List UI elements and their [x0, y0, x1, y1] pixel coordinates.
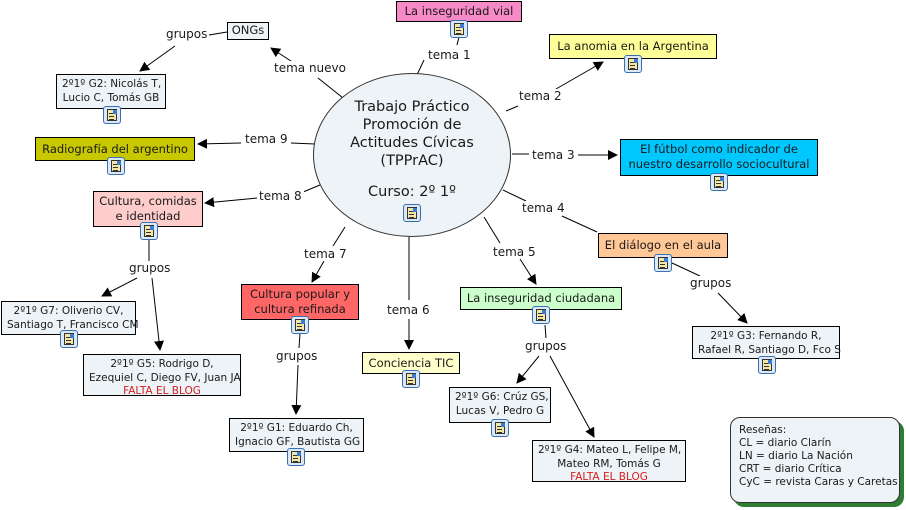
group-members: Mateo RM, Tomás G	[557, 458, 661, 470]
topic-label: nuestro desarrollo sociocultural	[628, 157, 810, 171]
group-members: 2º1º G6: Crúz GS,	[455, 391, 549, 403]
topic-label: Cultura popular y	[249, 287, 351, 301]
link-label-tema-6: tema 6	[385, 303, 432, 317]
document-image-icon[interactable]	[140, 222, 158, 240]
document-image-icon[interactable]	[654, 254, 672, 272]
document-image-icon[interactable]	[532, 306, 550, 324]
group-members: Ezequiel C, Diego FV, Juan JA	[89, 372, 241, 384]
legend-title: Reseñas:	[739, 424, 787, 436]
link-label-grupos: grupos	[688, 276, 734, 290]
group-g4[interactable]: 2º1º G4: Mateo L, Felipe M, Mateo RM, To…	[532, 440, 686, 483]
legend-item: LN = diario La Nación	[739, 450, 853, 462]
group-members: Lucio C, Tomás GB	[62, 92, 160, 104]
group-g3[interactable]: 2º1º G3: Fernando R, Rafael R, Santiago …	[692, 326, 841, 359]
document-image-icon[interactable]	[103, 106, 121, 124]
link-label-tema-9: tema 9	[243, 132, 290, 146]
topic-label: La inseguridad ciudadana	[466, 291, 616, 305]
legend-item: CRT = diario Crítica	[739, 463, 842, 475]
topic-inseguridad-ciudadana[interactable]: La inseguridad ciudadana	[460, 287, 622, 310]
central-title-line: Actitudes Cívicas	[350, 135, 474, 151]
document-image-icon[interactable]	[107, 157, 125, 175]
document-image-icon[interactable]	[60, 330, 78, 348]
group-members: Santiago T, Francisco CM	[7, 319, 139, 331]
topic-label: La anomia en la Argentina	[557, 39, 709, 53]
topic-label: El fútbol como indicador de	[640, 142, 798, 156]
document-image-icon[interactable]	[287, 448, 305, 466]
group-g6[interactable]: 2º1º G6: Crúz GS, Lucas V, Pedro G	[449, 387, 551, 423]
link-label-tema-3: tema 3	[530, 148, 577, 162]
document-image-icon[interactable]	[403, 204, 421, 222]
link-label-grupos: grupos	[164, 27, 210, 41]
central-concept[interactable]: Trabajo Práctico Promoción de Actitudes …	[313, 73, 511, 237]
topic-dialogo[interactable]: El diálogo en el aula	[598, 233, 728, 258]
topic-radiografia[interactable]: Radiografía del argentino	[35, 137, 195, 161]
link-label-tema-4: tema 4	[520, 201, 567, 215]
topic-ongs[interactable]: ONGs	[227, 22, 269, 40]
topic-label: e identidad	[115, 209, 181, 223]
document-image-icon[interactable]	[624, 55, 642, 73]
link-label-grupos: grupos	[523, 339, 569, 353]
legend-item: CL = diario Clarín	[739, 437, 832, 449]
central-title-line: Trabajo Práctico	[354, 99, 470, 115]
topic-label: La inseguridad vial	[404, 4, 514, 18]
document-image-icon[interactable]	[758, 356, 776, 374]
legend-item: CyC = revista Caras y Caretas	[739, 476, 898, 488]
document-image-icon[interactable]	[402, 370, 420, 388]
topic-futbol[interactable]: El fútbol como indicador de nuestro desa…	[620, 139, 818, 176]
missing-blog-warning: FALTA EL BLOG	[570, 471, 648, 483]
document-image-icon[interactable]	[450, 20, 468, 38]
link-label-grupos: grupos	[127, 261, 173, 275]
topic-label: Cultura, comidas	[99, 194, 197, 208]
group-members: 2º1º G2: Nicolás T,	[62, 78, 162, 90]
central-course: Curso: 2º 1º	[368, 184, 456, 200]
topic-cultura-popular[interactable]: Cultura popular y cultura refinada	[241, 284, 359, 320]
missing-blog-warning: FALTA EL BLOG	[123, 385, 201, 397]
central-title-line: (TPPrAC)	[380, 153, 444, 169]
link-label-grupos: grupos	[274, 349, 320, 363]
topic-cultura-comidas[interactable]: Cultura, comidas e identidad	[93, 191, 203, 227]
topic-inseguridad-vial[interactable]: La inseguridad vial	[396, 1, 522, 22]
topic-label: ONGs	[231, 23, 265, 37]
topic-label: Radiografía del argentino	[42, 142, 188, 156]
document-image-icon[interactable]	[291, 316, 309, 334]
group-members: 2º1º G7: Oliverio CV,	[13, 305, 124, 317]
central-title: Trabajo Práctico Promoción de Actitudes …	[314, 98, 510, 170]
group-members: 2º1º G1: Eduardo Ch,	[240, 422, 353, 434]
document-image-icon[interactable]	[491, 419, 509, 437]
link-label-tema-2: tema 2	[517, 89, 564, 103]
document-image-icon[interactable]	[710, 173, 728, 191]
topic-label: Conciencia TIC	[368, 356, 454, 370]
group-members: Lucas V, Pedro G	[455, 405, 545, 417]
link-label-tema-nuevo: tema nuevo	[272, 61, 348, 75]
link-label-tema-1: tema 1	[426, 48, 473, 62]
topic-label: El diálogo en el aula	[604, 238, 722, 252]
group-members: 2º1º G4: Mateo L, Felipe M,	[538, 444, 682, 456]
group-members: 2º1º G5: Rodrigo D,	[110, 358, 214, 370]
legend-box: Reseñas: CL = diario Clarín LN = diario …	[730, 417, 900, 503]
group-members: Rafael R, Santiago D, Fco S	[698, 344, 841, 356]
group-g5[interactable]: 2º1º G5: Rodrigo D, Ezequiel C, Diego FV…	[83, 354, 241, 397]
group-members: 2º1º G3: Fernando R,	[710, 330, 822, 342]
topic-anomia[interactable]: La anomia en la Argentina	[549, 34, 717, 59]
group-g2[interactable]: 2º1º G2: Nicolás T, Lucio C, Tomás GB	[56, 74, 166, 109]
central-title-line: Promoción de	[362, 117, 462, 133]
link-label-tema-8: tema 8	[257, 189, 304, 203]
group-g1[interactable]: 2º1º G1: Eduardo Ch, Ignacio GF, Bautist…	[229, 418, 364, 452]
link-label-tema-7: tema 7	[302, 247, 349, 261]
topic-label: cultura refinada	[254, 302, 346, 316]
link-label-tema-5: tema 5	[491, 245, 538, 259]
group-members: Ignacio GF, Bautista GG	[235, 436, 361, 448]
